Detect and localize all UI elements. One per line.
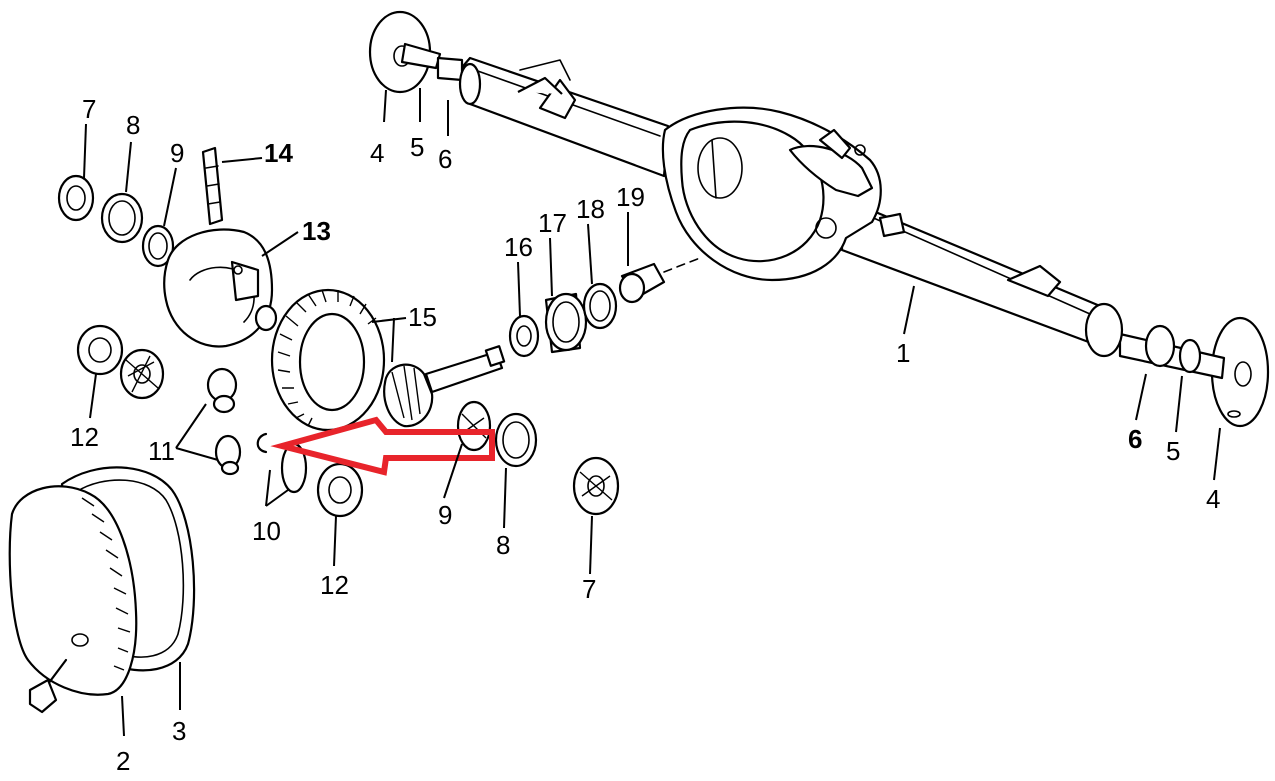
callout-6-left: 6 <box>438 144 452 174</box>
callout-4-left: 4 <box>370 138 384 168</box>
pinion-gears <box>206 367 242 476</box>
leader-lines <box>83 88 1221 737</box>
callout-14: 14 <box>264 138 293 168</box>
bearing-cup-left <box>57 174 95 222</box>
bearing-cup-right <box>494 412 538 468</box>
callout-18: 18 <box>576 194 605 224</box>
callout-17: 17 <box>538 208 567 238</box>
bearing-race-left <box>100 192 144 244</box>
callout-8-left: 8 <box>126 110 140 140</box>
callout-9-left: 9 <box>170 138 184 168</box>
highlight-arrow <box>270 416 495 476</box>
callout-5-left: 5 <box>410 132 424 162</box>
callout-1: 1 <box>896 338 910 368</box>
callout-11: 11 <box>148 436 175 466</box>
pinion-gear <box>383 345 506 428</box>
bearing-right <box>456 400 492 452</box>
callout-8-right: 8 <box>496 530 510 560</box>
ring-gear <box>270 288 386 432</box>
callout-6-right: 6 <box>1128 424 1142 454</box>
callout-19: 19 <box>616 182 645 212</box>
side-gear <box>119 348 165 400</box>
callout-4-right: 4 <box>1206 484 1220 514</box>
callout-12-left: 12 <box>70 422 99 452</box>
callout-13: 13 <box>302 216 331 246</box>
pinion-race <box>544 292 588 354</box>
pinion-yoke <box>618 257 701 304</box>
thrust-washer-left <box>76 324 124 376</box>
pinion-bearing <box>508 314 540 358</box>
differential-case <box>163 228 278 348</box>
bearing-race-right <box>572 456 620 516</box>
callout-5-right: 5 <box>1166 436 1180 466</box>
callout-labels: 7 8 9 14 13 15 12 11 10 12 9 8 7 16 17 1… <box>70 94 1220 776</box>
pinion-seal <box>582 282 618 330</box>
callout-16: 16 <box>504 232 533 262</box>
differential-cover <box>8 485 138 714</box>
callout-7-left: 7 <box>82 94 96 124</box>
bearing-left <box>141 224 175 268</box>
axle-housing <box>368 10 1270 428</box>
callout-3: 3 <box>172 716 186 746</box>
thrust-washer-right <box>316 462 364 518</box>
callout-9-right: 9 <box>438 500 452 530</box>
callout-7-right: 7 <box>582 574 596 604</box>
cross-shaft <box>201 146 224 226</box>
callout-12-right: 12 <box>320 570 349 600</box>
callout-15: 15 <box>408 302 437 332</box>
callout-2: 2 <box>116 746 130 776</box>
callout-10: 10 <box>252 516 281 546</box>
